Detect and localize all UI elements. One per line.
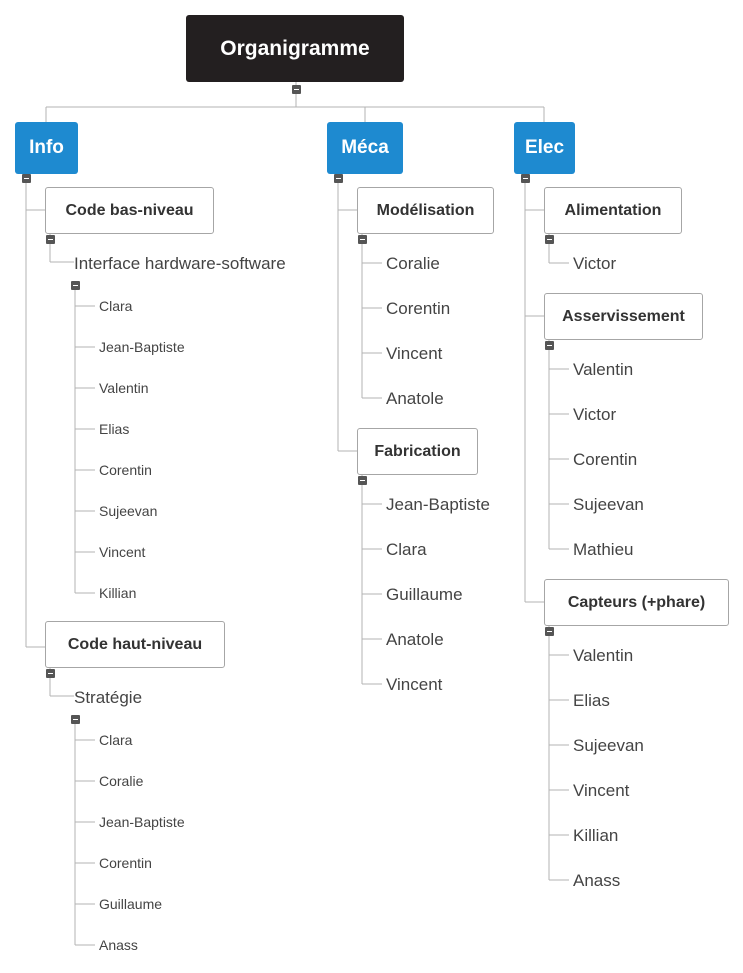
member-name[interactable]: Anass	[573, 871, 621, 890]
group-asservissement[interactable]: Asservissement	[544, 293, 703, 340]
member-name[interactable]: Jean-Baptiste	[386, 495, 490, 514]
collapse-toggle-icon[interactable]	[334, 174, 343, 183]
member-name[interactable]: Killian	[99, 585, 137, 601]
member-name[interactable]: Elias	[573, 691, 610, 710]
member-name[interactable]: Anatole	[386, 630, 444, 649]
member-name[interactable]: Anass	[99, 937, 138, 953]
member-name[interactable]: Corentin	[573, 450, 638, 469]
collapse-toggle-icon[interactable]	[71, 281, 80, 290]
collapse-toggle-icon[interactable]	[545, 341, 554, 350]
member-name[interactable]: Mathieu	[573, 540, 634, 559]
collapse-toggle-icon[interactable]	[292, 85, 301, 94]
collapse-toggle-icon[interactable]	[46, 235, 55, 244]
collapse-toggle-icon[interactable]	[545, 627, 554, 636]
member-name[interactable]: Corentin	[99, 855, 152, 871]
member-name[interactable]: Clara	[99, 298, 133, 314]
member-name[interactable]: Guillaume	[386, 585, 463, 604]
member-name[interactable]: Vincent	[99, 544, 146, 560]
member-name[interactable]: Clara	[99, 732, 133, 748]
member-name[interactable]: Sujeevan	[573, 736, 644, 755]
member-name[interactable]: Anatole	[386, 389, 444, 408]
member-name[interactable]: Jean-Baptiste	[99, 814, 185, 830]
department-elec[interactable]: Elec	[514, 122, 575, 174]
collapse-toggle-icon[interactable]	[521, 174, 530, 183]
member-name[interactable]: Guillaume	[99, 896, 163, 912]
member-name[interactable]: Sujeevan	[99, 503, 158, 519]
member-name[interactable]: Jean-Baptiste	[99, 339, 185, 355]
collapse-toggle-icon[interactable]	[22, 174, 31, 183]
member-name[interactable]: Valentin	[99, 380, 149, 396]
collapse-toggle-icon[interactable]	[358, 476, 367, 485]
member-name[interactable]: Elias	[99, 421, 130, 437]
subgroup-interface-hardware-software[interactable]: Interface hardware-software	[74, 254, 286, 273]
member-name[interactable]: Victor	[573, 254, 617, 273]
member-name[interactable]: Vincent	[386, 675, 443, 694]
member-name[interactable]: Coralie	[386, 254, 440, 273]
collapse-toggle-icon[interactable]	[545, 235, 554, 244]
member-name[interactable]: Vincent	[573, 781, 630, 800]
member-name[interactable]: Victor	[573, 405, 617, 424]
department-meca[interactable]: Méca	[327, 122, 403, 174]
group-code-bas-niveau[interactable]: Code bas-niveau	[45, 187, 214, 234]
group-code-haut-niveau[interactable]: Code haut-niveau	[45, 621, 225, 668]
member-name[interactable]: Vincent	[386, 344, 443, 363]
member-name[interactable]: Valentin	[573, 360, 634, 379]
member-name[interactable]: Killian	[573, 826, 619, 845]
member-name[interactable]: Sujeevan	[573, 495, 644, 514]
collapse-toggle-icon[interactable]	[46, 669, 55, 678]
member-name[interactable]: Corentin	[99, 462, 152, 478]
group-capteurs-phare[interactable]: Capteurs (+phare)	[544, 579, 729, 626]
subgroup-strategie[interactable]: Stratégie	[74, 688, 143, 707]
collapse-toggle-icon[interactable]	[358, 235, 367, 244]
org-chart-title[interactable]: Organigramme	[186, 15, 404, 82]
group-alimentation[interactable]: Alimentation	[544, 187, 682, 234]
member-name[interactable]: Corentin	[386, 299, 451, 318]
member-name[interactable]: Clara	[386, 540, 427, 559]
department-info[interactable]: Info	[15, 122, 78, 174]
member-name[interactable]: Valentin	[573, 646, 634, 665]
member-name[interactable]: Coralie	[99, 773, 144, 789]
group-fabrication[interactable]: Fabrication	[357, 428, 478, 475]
collapse-toggle-icon[interactable]	[71, 715, 80, 724]
group-modelisation[interactable]: Modélisation	[357, 187, 494, 234]
